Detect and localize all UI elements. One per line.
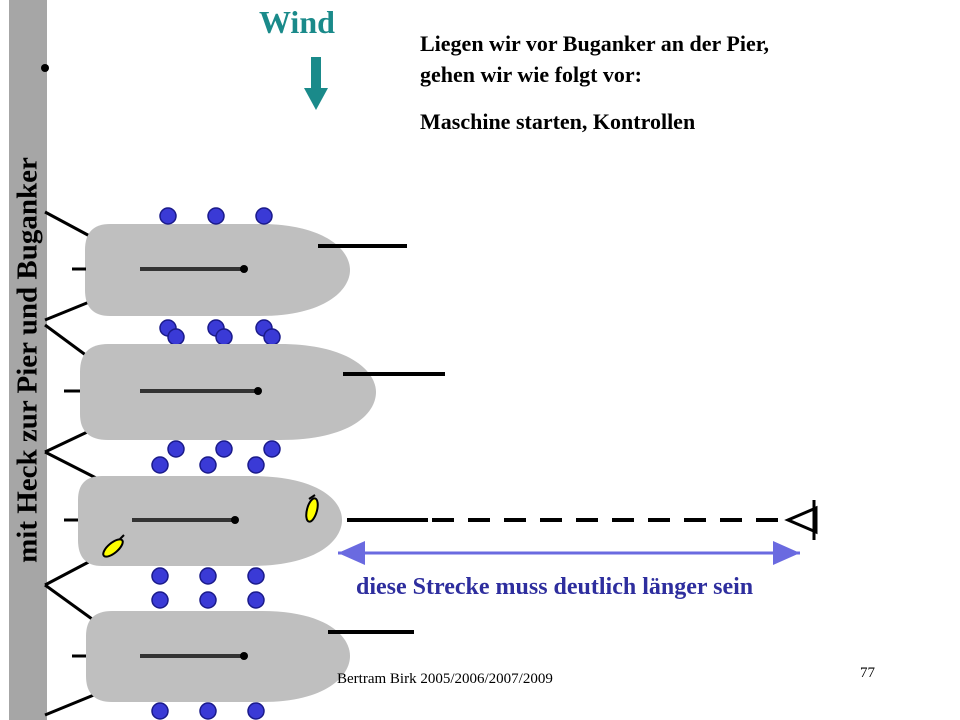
fender	[199, 456, 217, 474]
fender	[215, 440, 233, 458]
boat-1	[44, 207, 407, 337]
page-number: 77	[860, 665, 875, 681]
fender	[151, 456, 169, 474]
fender	[247, 567, 265, 585]
fender	[151, 567, 169, 585]
measure-label: diese Strecke muss deutlich länger sein	[356, 574, 754, 600]
fender	[263, 328, 281, 346]
instructions: Liegen wir vor Buganker an der Pier, geh…	[420, 28, 769, 137]
fender	[199, 702, 217, 720]
fender	[199, 567, 217, 585]
fender	[255, 207, 273, 225]
boat-2	[44, 323, 445, 458]
boat-3	[44, 450, 818, 587]
fender	[263, 440, 281, 458]
boat-4	[44, 583, 414, 720]
wind-arrow-icon	[304, 57, 328, 110]
fender	[247, 591, 265, 609]
fender	[167, 440, 185, 458]
instruction-line-1: Liegen wir vor Buganker an der Pier,	[420, 31, 769, 56]
wind-label: Wind	[259, 4, 335, 40]
pier-bollard	[41, 64, 49, 72]
fender	[247, 702, 265, 720]
fender	[151, 591, 169, 609]
fender	[215, 328, 233, 346]
fender	[151, 702, 169, 720]
footer-author: Bertram Birk 2005/2006/2007/2009	[337, 671, 553, 687]
fender-signal-icon	[102, 534, 125, 558]
fender	[247, 456, 265, 474]
fender	[167, 328, 185, 346]
anchor-icon	[784, 500, 818, 540]
instruction-line-2: gehen wir wie folgt vor:	[420, 62, 642, 87]
fender	[199, 591, 217, 609]
instruction-step: Maschine starten, Kontrollen	[420, 109, 696, 134]
pier	[9, 0, 47, 720]
fender-signal-icon	[305, 494, 319, 523]
fender	[207, 207, 225, 225]
fender	[159, 207, 177, 225]
